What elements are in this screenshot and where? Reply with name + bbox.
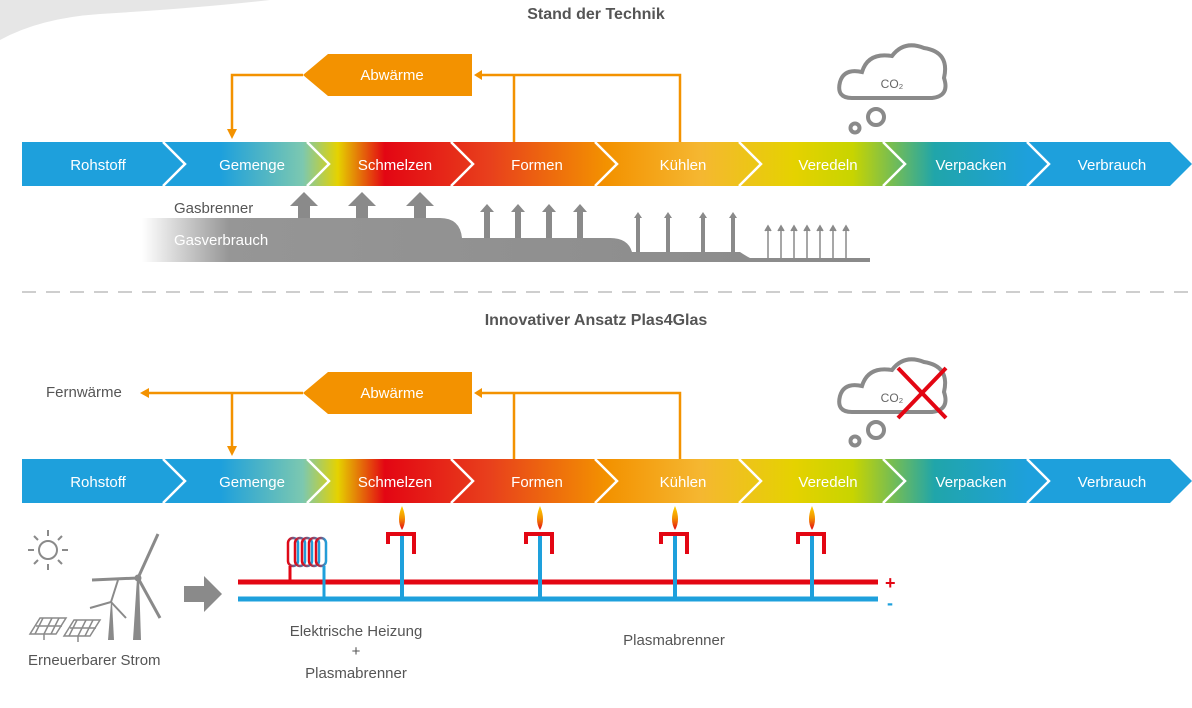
title-bottom: Innovativer Ansatz Plas4Glas — [484, 312, 708, 329]
renewable-label: Erneuerbarer Strom — [28, 652, 161, 669]
top-stage-schmelzen: Schmelzen — [358, 157, 432, 174]
top-gas-burner-arrows-small — [634, 212, 737, 252]
bottom-heat-arrowhead — [474, 388, 482, 398]
bottom-process-band — [22, 459, 1192, 503]
bottom-stage-schmelzen: Schmelzen — [358, 474, 432, 491]
bottom-stage-formen: Formen — [511, 474, 563, 491]
top-gas-burner-arrows-medium — [480, 204, 587, 238]
bottom-stage-gemenge: Gemenge — [219, 474, 285, 491]
sun-icon — [28, 530, 68, 570]
bottom-chevrons — [162, 458, 1051, 504]
top-co2-label: CO₂ — [881, 77, 904, 91]
plasma-burner-1 — [386, 506, 416, 599]
bottom-co2-label: CO₂ — [881, 391, 904, 405]
top-gas-burner-arrows-tiny — [764, 224, 850, 258]
top-section: Rohstoff Gemenge Schmelzen Formen Kühlen… — [22, 43, 1192, 262]
plasma-burner-label: Plasmabrenner — [623, 632, 725, 649]
top-stage-formen: Formen — [511, 157, 563, 174]
bottom-waste-heat-box — [303, 372, 472, 414]
bottom-waste-heat-loop — [148, 391, 682, 459]
electric-heating-label-plus: + — [352, 643, 361, 660]
bottom-stage-veredeln: Veredeln — [798, 474, 857, 491]
plasma-burner-2 — [524, 506, 554, 599]
top-gas-consumption-label: Gasverbrauch — [174, 232, 268, 249]
district-heat-label: Fernwärme — [46, 384, 122, 401]
power-arrow-icon — [184, 576, 222, 612]
plasma-burner-4 — [796, 506, 826, 599]
top-stage-veredeln: Veredeln — [798, 157, 857, 174]
bottom-section: Rohstoff Gemenge Schmelzen Formen Kühlen… — [22, 357, 1192, 682]
bottom-co2-cloud-icon — [837, 357, 948, 448]
electric-heating-label-line2: Plasmabrenner — [305, 665, 407, 682]
bottom-stage-kuehlen: Kühlen — [660, 474, 707, 491]
bottom-stage-rohstoff: Rohstoff — [70, 474, 126, 491]
bottom-waste-heat-label: Abwärme — [360, 385, 423, 402]
top-waste-heat-loop — [227, 73, 682, 142]
wind-turbine-icon — [89, 533, 162, 640]
electric-heating-coil-icon — [286, 536, 328, 599]
top-gas-consumption — [142, 192, 870, 262]
title-top: Stand der Technik — [527, 6, 665, 23]
top-stage-verpacken: Verpacken — [936, 157, 1007, 174]
top-stage-gemenge: Gemenge — [219, 157, 285, 174]
top-waste-heat-label: Abwärme — [360, 67, 423, 84]
plasma-burner-3 — [659, 506, 689, 599]
top-chevrons — [162, 141, 1051, 187]
no-co2-cross-icon — [896, 366, 948, 420]
top-gas-burner-arrows-large — [290, 192, 434, 218]
district-heat-arrowhead — [140, 388, 149, 398]
top-heat-arrowhead — [474, 70, 482, 80]
bottom-stage-verbrauch: Verbrauch — [1078, 474, 1146, 491]
top-co2-cloud-icon — [837, 43, 948, 135]
plus-sign: + — [885, 573, 896, 593]
top-stage-rohstoff: Rohstoff — [70, 157, 126, 174]
top-gas-burner-label: Gasbrenner — [174, 200, 253, 217]
top-stage-verbrauch: Verbrauch — [1078, 157, 1146, 174]
top-process-band — [22, 142, 1192, 186]
top-stage-kuehlen: Kühlen — [660, 157, 707, 174]
bottom-stage-verpacken: Verpacken — [936, 474, 1007, 491]
minus-sign: - — [887, 593, 893, 613]
top-waste-heat-box — [303, 54, 472, 96]
electric-heating-label-line1: Elektrische Heizung — [290, 623, 423, 640]
solar-panel-icon — [28, 617, 102, 642]
corner-decoration — [0, 0, 270, 40]
